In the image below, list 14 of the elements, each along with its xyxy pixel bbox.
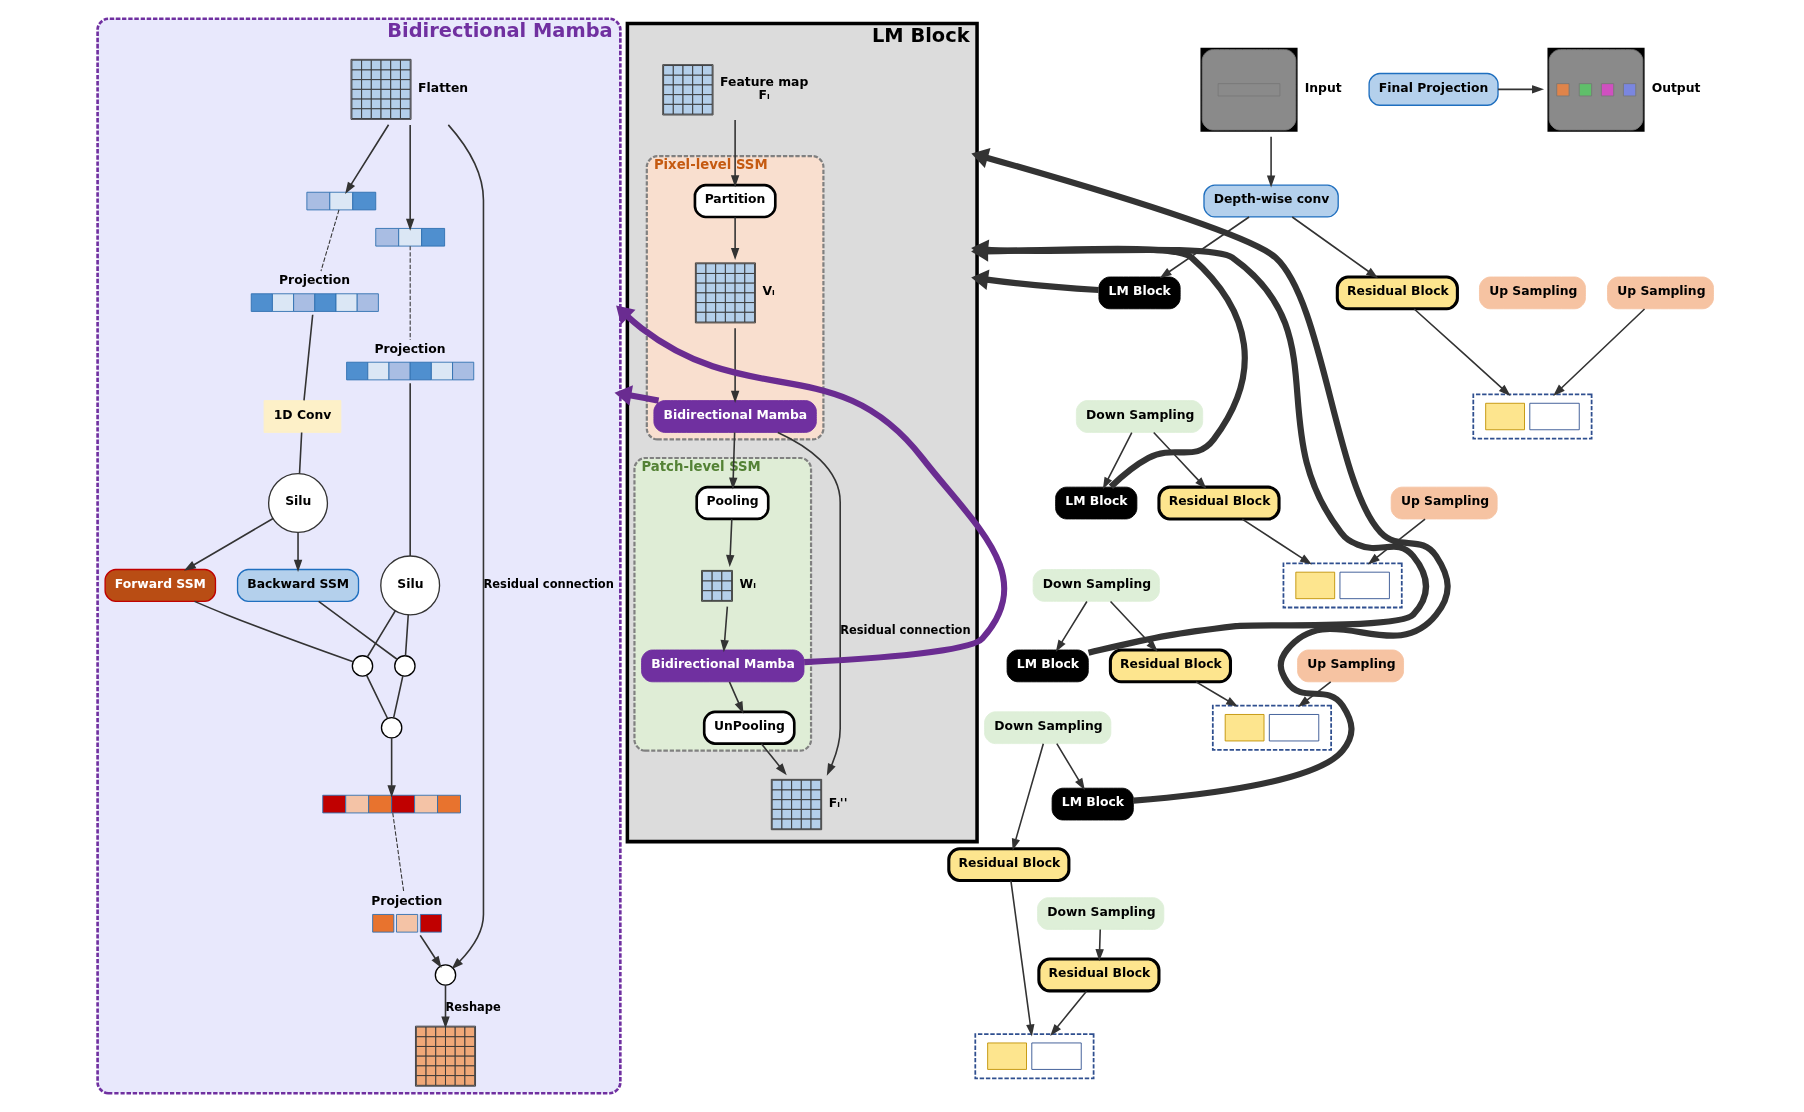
edge-label: Reshape <box>445 999 501 1014</box>
node-label: Flatten <box>418 80 469 95</box>
node-label: Projection <box>371 893 443 908</box>
node-label: Projection <box>279 273 351 288</box>
node-label: Fₗ <box>758 87 770 102</box>
node-label: Input <box>1304 81 1342 96</box>
node-label: Projection <box>374 341 446 356</box>
edge-label: Residual connection <box>840 623 971 638</box>
node-label: Feature map <box>720 75 809 90</box>
node-label: Fₗ'' <box>828 795 848 810</box>
edge-label: Residual connection <box>483 576 614 591</box>
node-label: Output <box>1651 81 1701 96</box>
node-label: Wₗ <box>739 577 756 592</box>
node-label: Vₗ <box>762 284 775 299</box>
